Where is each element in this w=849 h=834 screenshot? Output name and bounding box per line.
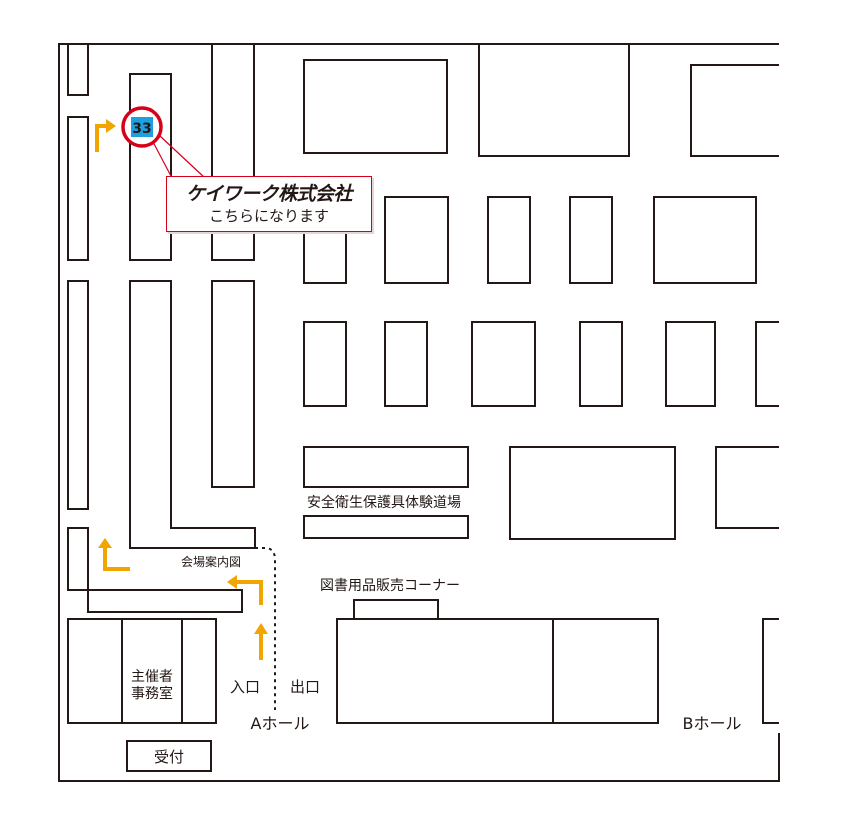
booth-column2-lower[interactable] [129,280,256,549]
booth-row2-5[interactable] [653,196,757,284]
booth-left-3[interactable] [67,280,89,510]
hall-b-label: Bホール [683,714,742,733]
hall-outer-wall [58,43,780,782]
hall-a-label: Aホール [251,714,310,733]
booth-right-wall-bottom[interactable] [762,618,779,724]
booth-row3-3[interactable] [471,321,536,407]
booth-row3-2[interactable] [384,321,428,407]
booth-row3-6[interactable] [755,321,779,407]
booth-row3-4[interactable] [579,321,623,407]
route-arrow-top [95,119,116,152]
booth-callout: ケイワーク株式会社 こちらになります [166,176,372,232]
booth-top-1[interactable] [303,59,448,154]
route-arrow-entrance [254,623,268,660]
callout-leader [151,135,206,179]
exit-label: 出口 [290,678,320,696]
booth-left-1[interactable] [67,43,89,96]
route-arrow-turn-left [227,575,263,605]
booth-center-large[interactable] [509,446,676,540]
book-corner-counter[interactable] [353,599,439,620]
booth-33-marker-icon[interactable]: 33 [121,106,163,148]
safety-area-label: 安全衛生保護具体験道場 [307,494,461,511]
booth-row3-1[interactable] [303,321,347,407]
safety-area-booth-lower[interactable] [303,515,469,539]
callout-company-name: ケイワーク株式会社 [185,183,353,205]
booth-left-2[interactable] [67,116,89,261]
booth-top-2[interactable] [478,43,630,157]
organizer-office-label-1: 主催者 [131,669,173,685]
hall-b-booth[interactable] [552,618,659,724]
booth-number: 33 [132,121,151,137]
safety-area-booth-upper[interactable] [303,446,469,488]
route-arrow-lower-left [98,538,130,571]
hall-a-sales-booth[interactable] [336,618,554,724]
organizer-office-label-2: 事務室 [131,685,173,702]
organizer-office[interactable] [67,618,217,724]
reception-label: 受付 [154,748,184,766]
booth-column3-lower[interactable] [211,280,255,488]
booth-right-edge[interactable] [715,446,779,529]
callout-message: こちらになります [208,207,329,225]
booth-top-3[interactable] [690,64,779,157]
venue-map-label: 会場案内図 [181,554,241,569]
booth-row2-2[interactable] [384,196,449,284]
booth-row3-5[interactable] [665,321,716,407]
booth-33[interactable] [129,73,172,261]
book-corner-label: 図書用品販売コーナー [320,578,460,594]
reception-desk[interactable] [126,740,212,772]
booth-bottom-bar[interactable] [87,589,243,613]
booth-row2-4[interactable] [569,196,613,284]
entrance-label: 入口 [230,678,260,696]
booth-row2-3[interactable] [487,196,531,284]
